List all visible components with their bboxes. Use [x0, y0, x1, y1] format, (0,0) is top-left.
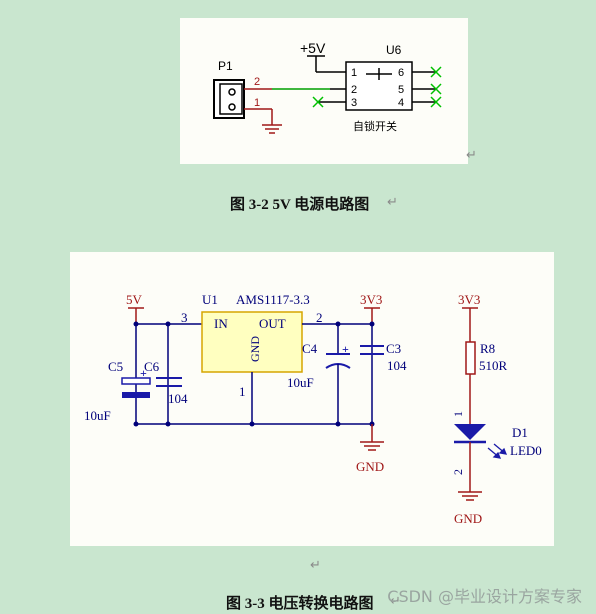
c5-plus: +: [140, 366, 147, 380]
r8-body: [465, 341, 476, 375]
u6-label: U6: [386, 43, 402, 57]
u6-pin-6: 6: [398, 67, 404, 79]
u6-pin-2: 2: [351, 84, 357, 96]
ground-symbol-main: [360, 441, 384, 451]
u1-body: [201, 311, 303, 373]
c5-plate-top: [121, 377, 151, 385]
net-3v3-led-label: 3V3: [458, 292, 480, 307]
u1-pin-out-number: 2: [316, 310, 323, 325]
r8-label: R8: [480, 341, 495, 356]
return-mark-4: ↵: [390, 594, 401, 609]
d1-label: D1: [512, 425, 528, 440]
c5-plate-bottom: [122, 392, 150, 398]
csdn-watermark: CSDN @毕业设计方案专家: [387, 587, 582, 606]
c4-value: 10uF: [287, 375, 314, 390]
voltage-conversion-schematic: 5V + C5 10uF C6 104 U1 AMS1117-3.3 3 IN …: [70, 252, 554, 546]
power-5v-schematic-svg: P1 2 1 +5V U6 1 2 3: [213, 40, 442, 134]
d1-light-arrows: [487, 443, 508, 459]
net-3v3-label: 3V3: [360, 292, 382, 307]
noconnect-marks: [312, 66, 442, 108]
c5-label: C5: [108, 359, 123, 374]
p1-connector-inner: [219, 83, 243, 115]
u1-pin-out: OUT: [259, 316, 286, 331]
p1-pin-1-dot: [228, 103, 236, 111]
u6-pin-3: 3: [351, 97, 357, 109]
c5-value: 10uF: [84, 408, 111, 423]
c4-plus: +: [342, 342, 349, 356]
d1-pin1: 1: [451, 411, 465, 417]
u1-label: U1: [202, 292, 218, 307]
return-mark-1: ↵: [466, 148, 477, 163]
figure1-caption: 图 3-2 5V 电源电路图: [230, 197, 370, 213]
p1-label: P1: [218, 59, 233, 73]
power-5v-schematic: P1 2 1 +5V U6 1 2 3: [180, 18, 468, 164]
u1-pin-gnd: GND: [248, 336, 262, 362]
d1-value: LED0: [510, 443, 542, 458]
r8-value: 510R: [479, 358, 508, 373]
u6-pin-1: 1: [351, 67, 357, 79]
vcc-5v-label: +5V: [300, 40, 326, 56]
p1-pin2-number: 2: [254, 76, 260, 88]
c4-label: C4: [302, 341, 318, 356]
ground-symbol-led: [458, 491, 482, 501]
d1-triangle: [454, 424, 486, 440]
voltage-conversion-schematic-svg: 5V + C5 10uF C6 104 U1 AMS1117-3.3 3 IN …: [84, 292, 542, 526]
p1-pin-2-dot: [228, 88, 236, 96]
ground-symbol-p1: [262, 124, 282, 134]
u1-pin-in: IN: [214, 316, 228, 331]
return-mark-3: ↵: [310, 558, 321, 573]
u6-pin-5: 5: [398, 84, 404, 96]
return-mark-2: ↵: [387, 195, 398, 210]
gnd-label: GND: [356, 459, 384, 474]
net-5v-label: 5V: [126, 292, 143, 307]
u1-part: AMS1117-3.3: [236, 292, 310, 307]
u1-pin-gnd-number: 1: [239, 384, 246, 399]
u1-pin-in-number: 3: [181, 310, 188, 325]
p1-pin1-number: 1: [254, 97, 260, 109]
d1-pin2: 2: [451, 469, 465, 475]
c6-value: 104: [168, 391, 188, 406]
c6-label: C6: [144, 359, 160, 374]
gnd-led-label: GND: [454, 511, 482, 526]
c3-label: C3: [386, 341, 401, 356]
c3-value: 104: [387, 358, 407, 373]
u6-pin-4: 4: [398, 97, 404, 109]
figure2-caption: 图 3-3 电压转换电路图: [226, 596, 374, 612]
u6-name: 自锁开关: [353, 119, 397, 133]
